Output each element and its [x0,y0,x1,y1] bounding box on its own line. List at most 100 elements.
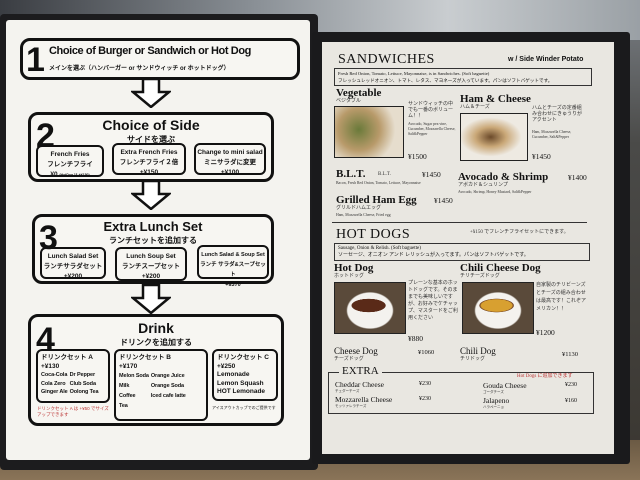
menu-text: +¥150 [139,169,159,176]
menu-text: フレンチフライ２倍 [119,159,179,166]
menu-text: Coca-Cola [41,372,68,378]
set-menu-page: 1 Choice of Burger or Sandwich or Hot Do… [6,20,310,460]
down-arrow-icon [131,180,171,210]
menu-text: +¥200 [63,273,83,280]
item-name-jp: アボカド＆シュリンプ [458,183,508,188]
menu-text: Oolong Tea [69,389,99,395]
menu-text: Orange Juice [150,373,185,379]
side-option-extra-fries: Extra French Fries フレンチフライ２倍 +¥150 [112,143,186,176]
item-name: Ham & Cheese [460,93,531,105]
item-ingredients: Ham, Mozzarella Cheese, Cucumber, Salt&P… [532,130,572,139]
menu-text: ランチサラダセット [43,263,103,270]
item-name: Cheddar Cheese [335,380,384,389]
item-name: Chili Cheese Dog [460,262,541,274]
item-price: ¥1500 [408,152,427,161]
menu-text: French Fries [50,151,90,158]
step-4-box: 4 Drink ドリンクを追加する ドリンクセット A+¥130 Coca-Co… [28,314,284,426]
item-description: プレーンな基本のホットドッグです。そのままでも美味しいですが、お好みでケチャップ… [408,281,458,321]
item-price: ¥1400 [568,173,587,182]
menu-text: ソーセージ、オニオン アンド レリッシュが入ってます。パンはソフトバゲットです。 [338,253,529,258]
menu-text: Ginger Ale [41,389,68,395]
step-1-box: 1 Choice of Burger or Sandwich or Hot Do… [20,38,300,80]
item-price: ¥1200 [536,328,555,337]
menu-text: ランチスープセット [121,263,181,270]
item-name-jp: チリドッグ [460,357,486,362]
item-name: Grilled Ham Egg [336,194,417,206]
ham-cheese-photo [460,113,528,161]
menu-text: Orange Soda [150,383,185,389]
menu-text: Dr Pepper [69,372,95,378]
item-name-jp: ゴーダチーズ [483,390,504,394]
food-menu-page: SANDWICHES w / Side Winder Potato Fresh … [322,42,614,454]
hot-dog-photo [334,282,406,334]
menu-text: +¥250 [217,362,236,370]
item-price: ¥230 [419,381,431,387]
step-number: 4 [36,321,55,359]
menu-text: ミニサラダに変更 [204,159,256,166]
menu-text: (HotDog は +¥150) [59,173,90,177]
menu-text: ¥0 [50,171,58,178]
menu-text: ドリンクセット C [217,354,269,361]
lunch-option-salad: Lunch Salad Set ランチサラダセット +¥200 [40,247,106,280]
menu-text: Tea [119,403,128,409]
menu-text: Club Soda [69,380,96,387]
extra-note: Hot Dogs に追加できます [517,374,573,379]
item-ingredients: Bacon, Fresh Red Onion, Tomato, Lettuce,… [336,181,421,185]
item-ingredients: Avocado, Sugar pea vine, Cucumber, Mozza… [408,122,456,136]
item-name-jp: ハラペーニョ [483,405,504,409]
down-arrow-icon [131,284,171,314]
item-name: Chili Dog [460,346,496,356]
item-name-jp: ハム＆チーズ [460,105,490,110]
item-name-jp: モッツァレラチーズ [335,404,367,408]
item-name-jp: チリチーズドッグ [460,274,500,279]
item-description: 自家製のチリビーンズとチーズの組み合わせは最高です！これぞアメリカン！！ [536,283,587,312]
drink-note-a: ドリンクセット A は +¥50 でサイズアップできます [37,406,109,417]
menu-text: +¥170 [119,362,138,370]
menu-text: Lemon Squash [217,379,264,387]
item-ingredients: Avocado, Shrimp, Honey Mustard, Salt&Pep… [458,190,532,194]
drink-note-c: アイスアウトカップでのご提供です [212,405,276,410]
menu-text: Lunch Salad & Soup Set [201,252,265,258]
side-option-mini-salad: Change to mini salad ミニサラダに変更 +¥100 [194,143,266,176]
item-price: ¥1450 [532,152,551,161]
menu-text: Sausage, Onion & Relish. (Soft baguette) [338,246,421,251]
menu-text: Change to mini salad [197,149,263,156]
menu-text: ランチ サラダ&スープセット [200,262,266,278]
item-name: Mozzarella Cheese [335,395,393,404]
sandwich-description: Fresh Red Onion, Tomato, Lettuce, Mayonn… [334,68,592,86]
item-price: ¥230 [565,382,577,388]
step-3-box: 3 Extra Lunch Set ランチセットを追加する Lunch Sala… [32,214,274,288]
item-name-jp: チェダーチーズ [335,389,360,393]
item-name-jp: チーズドッグ [334,357,364,362]
item-price: ¥1450 [422,170,441,179]
item-name-jp: B.L.T. [378,172,391,177]
step-title: Drink [138,320,174,336]
menu-text: +¥100 [220,169,240,176]
menu-text: ドリンクセット A [41,354,93,361]
menu-text: フレンチフライ [47,161,93,168]
menu-text: Iced cafe latte [150,393,186,399]
side-note: w / Side Winder Potato [508,56,584,63]
step-title: Extra Lunch Set [103,219,203,234]
step-subtitle: メインを選ぶ（ハンバーガー or サンドウィッチ or ホットドッグ） [49,66,230,72]
item-price: ¥880 [408,334,423,343]
menu-text: Lunch Salad Set [47,253,99,260]
menu-text: Milk [119,383,130,389]
menu-text: Cola Zero [41,380,66,387]
item-price: ¥160 [565,398,577,404]
item-name-jp: ホットドッグ [334,274,365,279]
menu-text: ドリンクセット B [119,354,171,361]
menu-text: Extra French Fries [120,149,178,156]
item-price: ¥1450 [434,196,453,205]
step-number: 2 [36,117,55,155]
item-description: サンドウィッチの中でも一番のボリューム！！ [408,102,454,119]
hotdog-note: +¥150 でフレンチフライセットにできます。 [470,230,569,235]
divider [332,222,587,223]
menu-text: Lemonade [217,371,250,378]
step-number: 3 [39,219,58,257]
down-arrow-icon [131,78,171,108]
